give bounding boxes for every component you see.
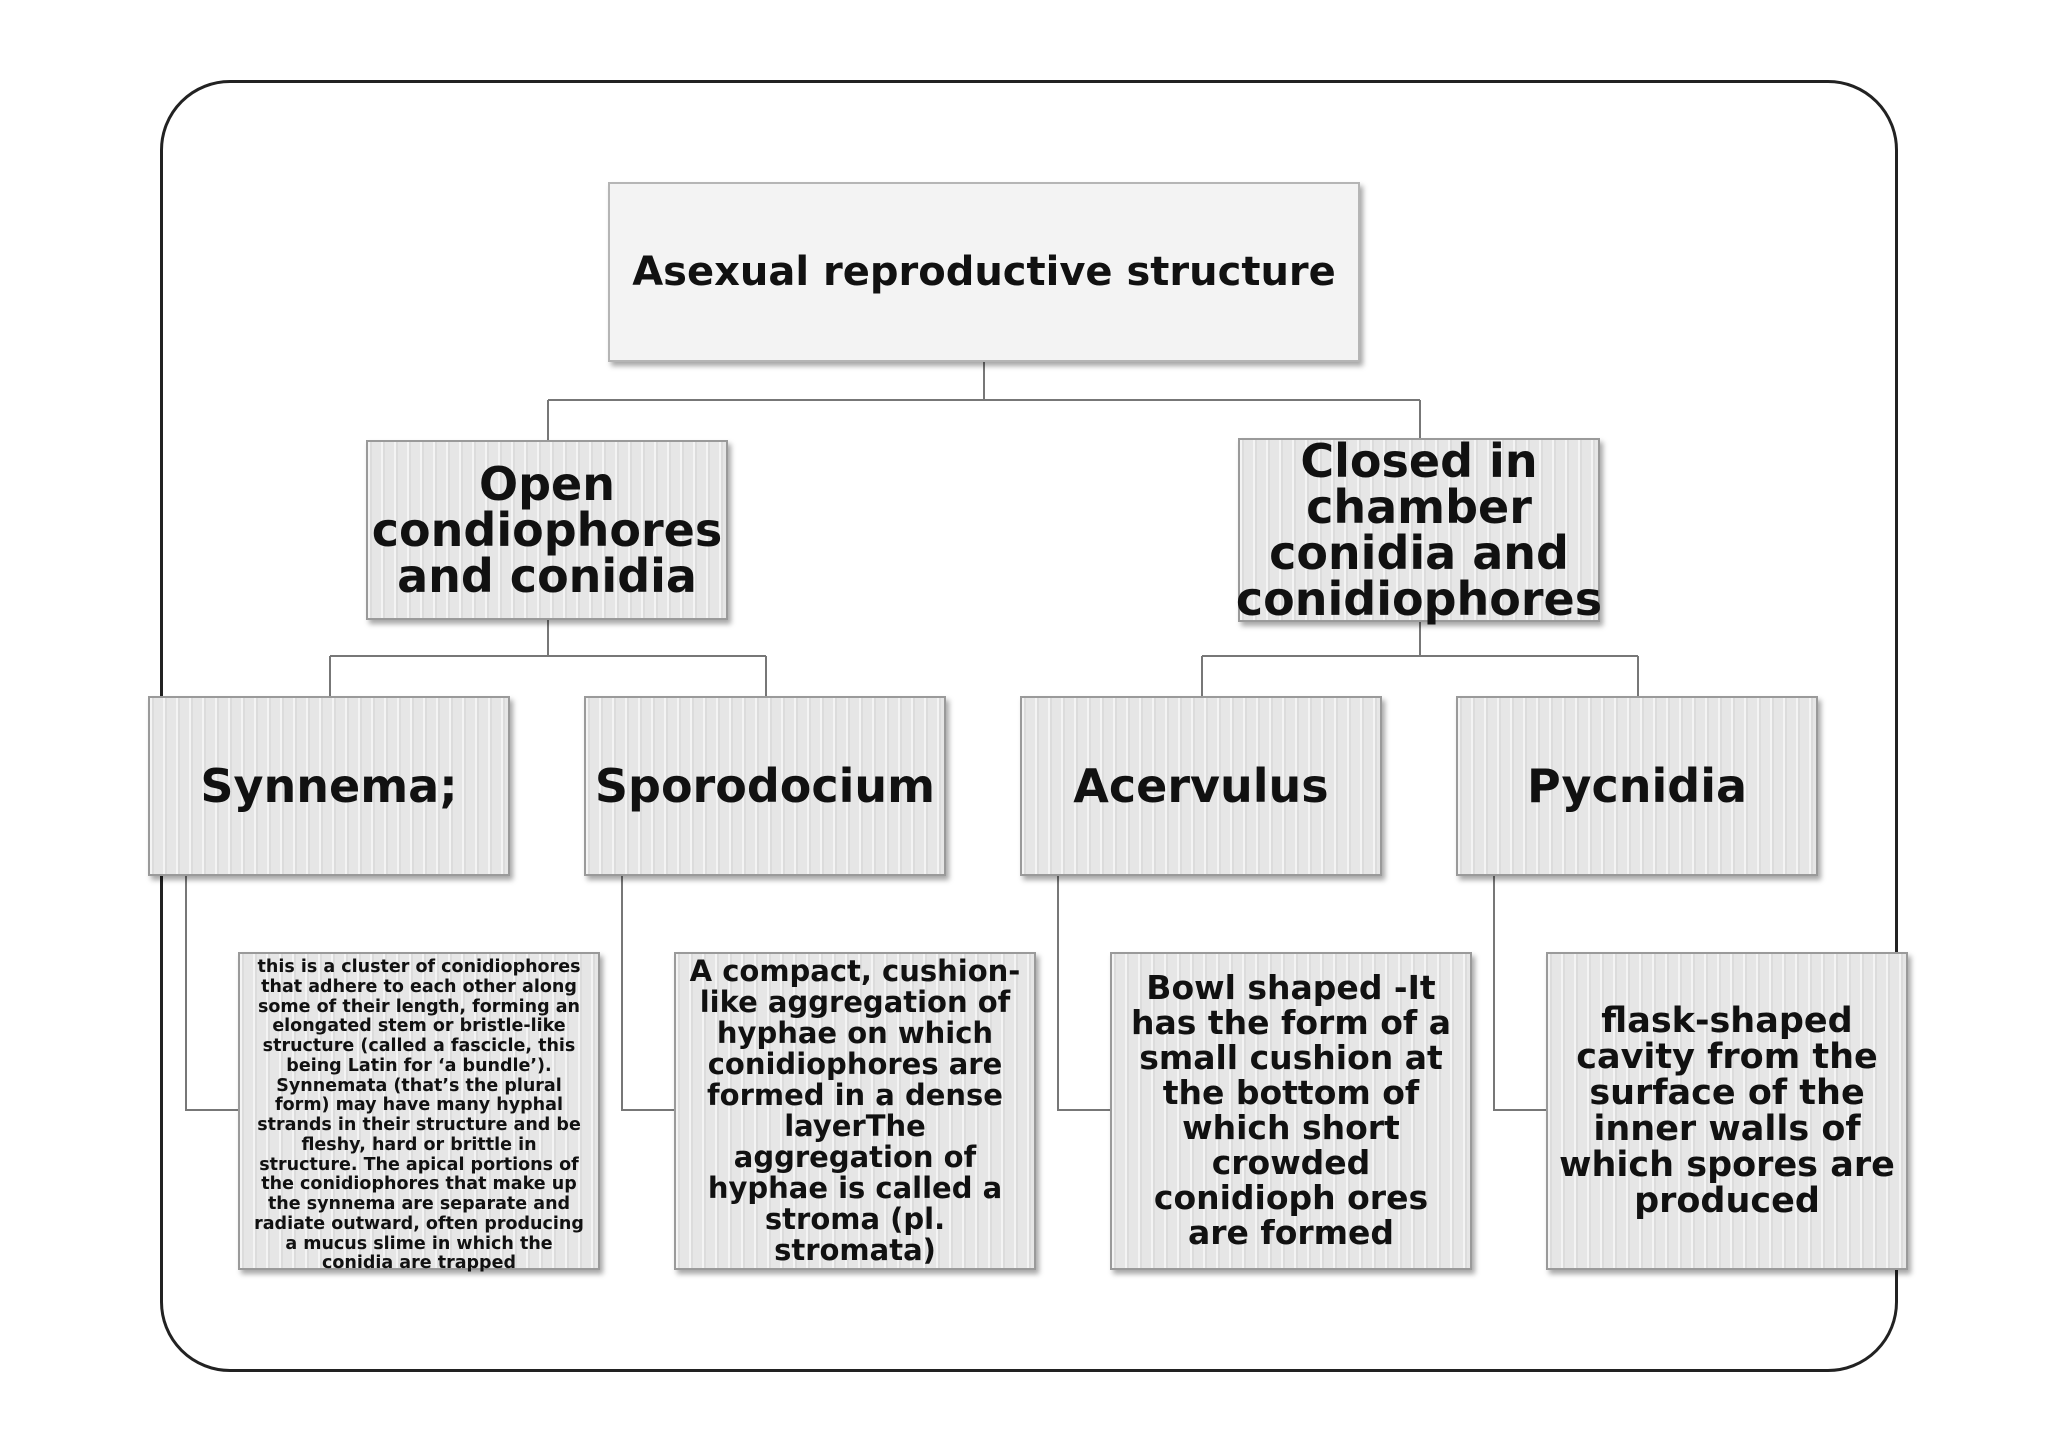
description-pycnidia-text: flask-shaped cavity from the surface of … <box>1559 1000 1895 1222</box>
connector-open <box>329 620 767 696</box>
connector-pycnidia <box>1493 874 1546 1111</box>
connector-closed <box>1201 620 1639 696</box>
type-synnema-label: Synnema; <box>200 759 458 813</box>
description-synnema-text: this is a cluster of conidiophores that … <box>254 957 584 1274</box>
type-acervulus-node: Acervulus <box>1020 696 1382 876</box>
root-node: Asexual reproductive structure <box>608 182 1360 362</box>
type-pycnidia-label: Pycnidia <box>1526 759 1748 813</box>
description-sporodocium: A compact, cushion-like aggregation of h… <box>674 952 1036 1270</box>
connector-synnema <box>185 874 238 1111</box>
branch-closed-node: Closed in chamber conidia and conidiopho… <box>1235 434 1603 626</box>
branch-open-label: Open condiophores and conidia <box>371 457 723 603</box>
branch-closed-label: Closed in chamber conidia and conidiopho… <box>1235 434 1603 626</box>
description-acervulus-text: Bowl shaped -It has the form of a small … <box>1131 968 1451 1252</box>
type-synnema-node: Synnema; <box>148 696 510 876</box>
description-sporodocium-text: A compact, cushion-like aggregation of h… <box>689 953 1021 1268</box>
type-sporodocium-node: Sporodocium <box>584 696 946 876</box>
description-acervulus: Bowl shaped -It has the form of a small … <box>1110 952 1472 1270</box>
type-pycnidia-node: Pycnidia <box>1456 696 1818 876</box>
type-acervulus-label: Acervulus <box>1073 759 1329 813</box>
description-pycnidia: flask-shaped cavity from the surface of … <box>1546 952 1908 1270</box>
connector-root <box>547 362 1421 440</box>
connector-sporodocium <box>621 874 674 1111</box>
branch-open-node: Open condiophores and conidia <box>366 440 728 620</box>
root-label: Asexual reproductive structure <box>632 249 1336 295</box>
description-synnema: this is a cluster of conidiophores that … <box>238 952 600 1273</box>
type-sporodocium-label: Sporodocium <box>594 759 936 813</box>
connector-acervulus <box>1057 874 1110 1111</box>
